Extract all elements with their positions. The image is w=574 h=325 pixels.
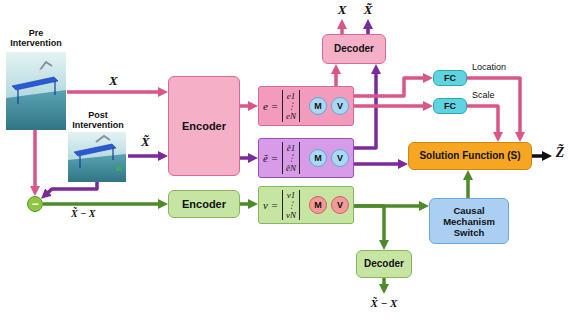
connector-arrow — [354, 104, 425, 108]
output-arrow — [340, 27, 344, 34]
node-text: ẽN — [286, 163, 296, 173]
latent-vector: v = v1⋮vN M V — [258, 186, 354, 224]
node-text: Pre Intervention — [5, 28, 67, 48]
node-text: Causal Mechanism Switch — [430, 205, 508, 238]
table-leg — [112, 148, 113, 160]
node-text: FC — [444, 73, 456, 83]
node-text: eN — [286, 111, 296, 121]
connector-arrow — [67, 90, 160, 94]
table-leg — [54, 81, 55, 95]
scene-background — [68, 132, 126, 182]
output-arrows — [342, 27, 544, 286]
robot-arm — [40, 62, 52, 70]
node-text: M — [314, 101, 322, 111]
connector-arrow — [334, 72, 338, 86]
connector-arrow — [354, 78, 425, 96]
scene-image: Pre Intervention — [5, 28, 67, 130]
post-intervention-scene — [68, 132, 126, 182]
scene-object — [116, 166, 122, 171]
fc-layer: FC — [433, 70, 467, 86]
decoder-box: Decoder — [322, 34, 386, 64]
node-text: V — [337, 153, 343, 163]
node-text: ⋮ — [286, 153, 296, 163]
node-text: − — [31, 197, 38, 211]
scene-image: Post Intervention — [68, 110, 128, 182]
connector-arrow — [47, 182, 97, 193]
connector-arrow — [354, 162, 400, 166]
switch-box: Causal Mechanism Switch — [429, 198, 509, 244]
node-text: ⋮ — [286, 200, 296, 210]
connector-arrow — [33, 130, 37, 188]
table-plank — [74, 144, 116, 156]
node-text: Decoder — [364, 258, 404, 270]
node-text: V — [337, 101, 343, 111]
connector-arrow — [240, 104, 250, 108]
table-leg — [79, 156, 80, 168]
variance-circle: V — [331, 149, 349, 167]
node-text: ẽ = — [263, 152, 278, 164]
robot-gripper — [38, 69, 42, 73]
node-text: Encoder — [182, 120, 226, 133]
node-text: M — [314, 153, 322, 163]
decoder-box: Decoder — [356, 250, 412, 278]
connector-arrow — [43, 202, 160, 206]
vector-bracket: e1⋮eN — [282, 90, 300, 122]
connector-arrow — [128, 154, 160, 158]
scene-background — [6, 52, 66, 130]
node-text: V — [337, 200, 343, 210]
pre-intervention-scene — [6, 52, 66, 130]
mean-circle: M — [309, 97, 327, 115]
scene-floor — [68, 154, 126, 182]
output-label: X̃ − X — [371, 297, 398, 309]
node-text: ⋮ — [286, 101, 296, 111]
edge-label: X̃ − X — [70, 208, 96, 219]
connector-arrow — [467, 78, 520, 134]
edge-label: Scale — [471, 91, 496, 101]
node-text: e = — [263, 100, 278, 112]
variance-circle: V — [331, 196, 349, 214]
node-text: Solution Function (S) — [419, 150, 520, 162]
connector-arrow — [240, 202, 250, 206]
output-arrow — [532, 154, 544, 158]
output-arrow — [382, 278, 386, 286]
mean-circle: M — [309, 196, 327, 214]
node-text: vN — [286, 210, 296, 220]
connector-arrow — [240, 156, 250, 160]
output-label: X̃ — [364, 3, 373, 17]
output-arrow — [366, 27, 370, 34]
latent-vector: ẽ = ẽ1⋮ẽN M V — [258, 138, 354, 178]
node-text: ẽ1 — [286, 143, 296, 153]
output-label: X — [338, 3, 347, 17]
latent-vector: e = e1⋮eN M V — [258, 86, 354, 126]
fc-layer: FC — [433, 98, 467, 114]
encoder-box: Encoder — [168, 76, 240, 176]
node-text: Post Intervention — [68, 110, 128, 130]
robot-arm — [96, 136, 110, 142]
subtract-circle: − — [27, 196, 43, 212]
connector-arrow — [466, 178, 470, 198]
edge-label: X — [108, 74, 119, 88]
node-text: v1 — [286, 190, 296, 200]
node-text: e1 — [286, 91, 296, 101]
solution-function-box: Solution Function (S) — [408, 142, 532, 170]
edge-label: X̃ — [140, 135, 151, 149]
edge-label: Location — [471, 63, 507, 73]
connector-arrow — [354, 72, 376, 148]
connector-arrow — [467, 106, 498, 134]
vector-bracket: ẽ1⋮ẽN — [282, 142, 300, 174]
table-plank — [12, 77, 58, 90]
node-text: Decoder — [334, 43, 374, 55]
scene-floor — [6, 90, 66, 130]
node-text: FC — [444, 101, 456, 111]
node-text: Encoder — [182, 198, 226, 211]
table-leg — [17, 90, 18, 104]
encoder-box: Encoder — [168, 190, 240, 218]
vector-bracket: v1⋮vN — [282, 190, 300, 220]
node-text: v = — [263, 199, 278, 211]
output-label: Z̃ — [556, 145, 565, 160]
variance-circle: V — [331, 97, 349, 115]
node-text: M — [314, 200, 322, 210]
connector-arrow — [354, 206, 384, 242]
mean-circle: M — [309, 149, 327, 167]
